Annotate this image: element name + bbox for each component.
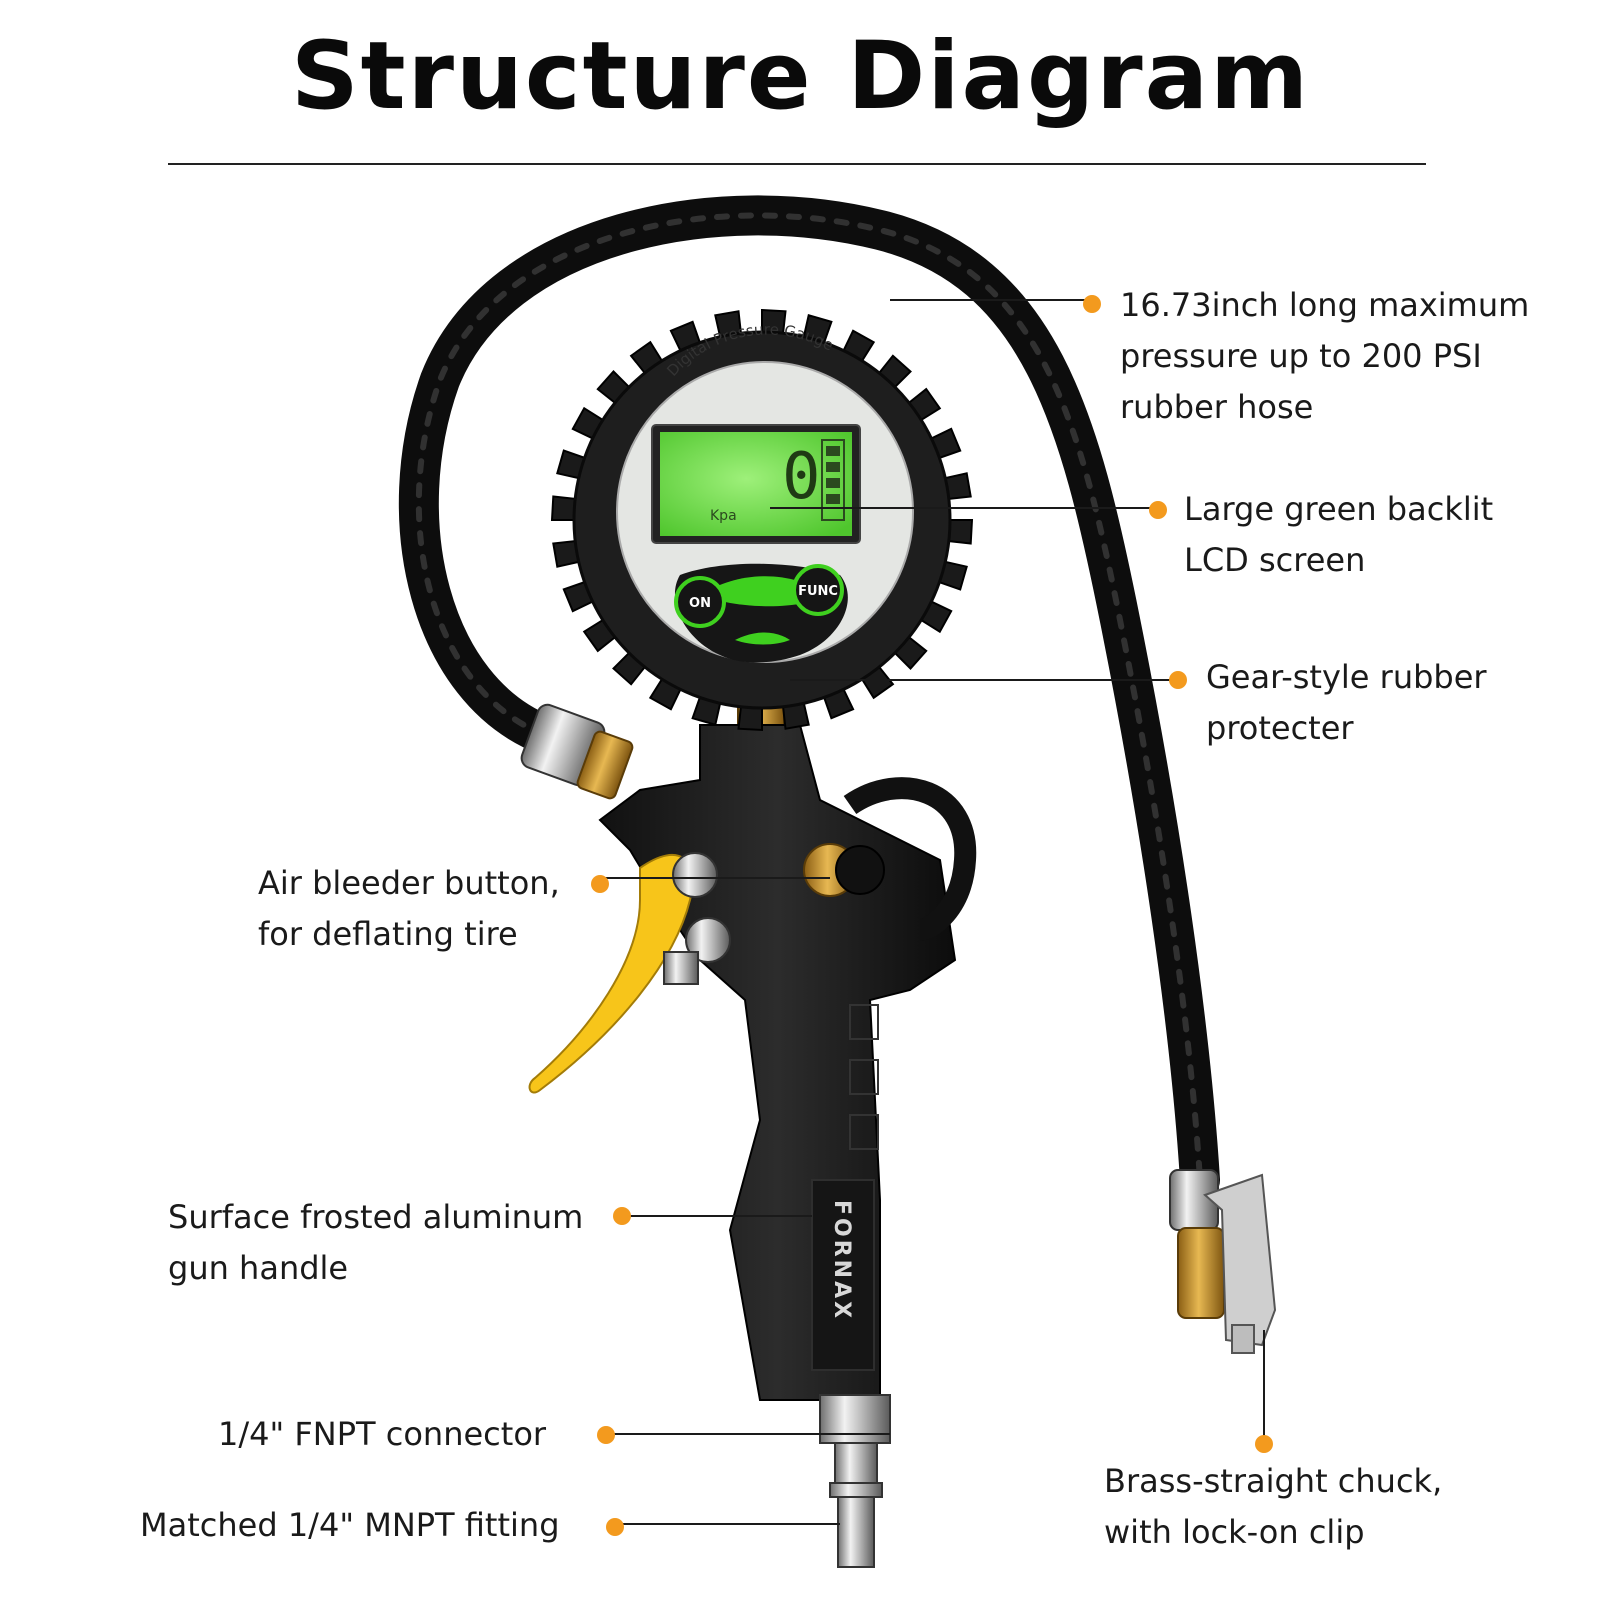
dot-lcd xyxy=(1149,501,1167,519)
callout-handle-line-1: Surface frosted aluminum xyxy=(168,1192,583,1243)
dot-bleeder xyxy=(591,875,609,893)
callout-bleeder-line-1: Air bleeder button, xyxy=(258,858,560,909)
callout-mnpt: Matched 1/4" MNPT fitting xyxy=(140,1500,560,1551)
lcd-reading: 0 xyxy=(782,440,821,514)
brass-chuck xyxy=(1170,1170,1275,1353)
fnpt-connector xyxy=(820,1395,890,1443)
callout-fnpt: 1/4" FNPT connector xyxy=(218,1409,546,1460)
on-button[interactable]: ON xyxy=(676,578,724,626)
callout-mnpt-line-1: Matched 1/4" MNPT fitting xyxy=(140,1500,560,1551)
callout-chuck-line-2: with lock-on clip xyxy=(1104,1507,1442,1558)
callout-fnpt-line-1: 1/4" FNPT connector xyxy=(218,1409,546,1460)
callout-protector-line-1: Gear-style rubber xyxy=(1206,652,1487,703)
dot-chuck xyxy=(1255,1435,1273,1453)
dot-fnpt xyxy=(597,1426,615,1444)
on-button-label: ON xyxy=(689,596,711,611)
callout-lcd-line-1: Large green backlit xyxy=(1184,484,1493,535)
callout-bleeder-line-2: for deflating tire xyxy=(258,909,560,960)
func-button[interactable]: FUNC xyxy=(794,566,842,614)
callout-hose-line-3: rubber hose xyxy=(1120,382,1529,433)
dot-mnpt xyxy=(606,1518,624,1536)
callout-lcd: Large green backlit LCD screen xyxy=(1184,484,1493,586)
gun-body: FORNAX xyxy=(600,725,965,1400)
trigger-pivot xyxy=(673,853,717,897)
callout-handle: Surface frosted aluminum gun handle xyxy=(168,1192,583,1294)
callout-hose-line-1: 16.73inch long maximum xyxy=(1120,280,1529,331)
callout-lcd-line-2: LCD screen xyxy=(1184,535,1493,586)
brand-logo: FORNAX xyxy=(829,1200,854,1321)
callout-bleeder: Air bleeder button, for deflating tire xyxy=(258,858,560,960)
callout-chuck-line-1: Brass-straight chuck, xyxy=(1104,1456,1442,1507)
callout-protector-line-2: protecter xyxy=(1206,703,1487,754)
callout-protector: Gear-style rubber protecter xyxy=(1206,652,1487,754)
dot-protector xyxy=(1169,671,1187,689)
callout-hose: 16.73inch long maximum pressure up to 20… xyxy=(1120,280,1529,433)
dot-hose xyxy=(1083,295,1101,313)
dot-handle xyxy=(613,1207,631,1225)
callout-hose-line-2: pressure up to 200 PSI xyxy=(1120,331,1529,382)
callout-chuck: Brass-straight chuck, with lock-on clip xyxy=(1104,1456,1442,1558)
func-button-label: FUNC xyxy=(798,584,838,599)
hose-ferrule xyxy=(519,702,634,800)
callout-handle-line-2: gun handle xyxy=(168,1243,583,1294)
mnpt-fitting xyxy=(830,1443,882,1567)
lcd-unit: Kpa xyxy=(710,508,737,524)
air-bleeder-button xyxy=(804,844,884,896)
